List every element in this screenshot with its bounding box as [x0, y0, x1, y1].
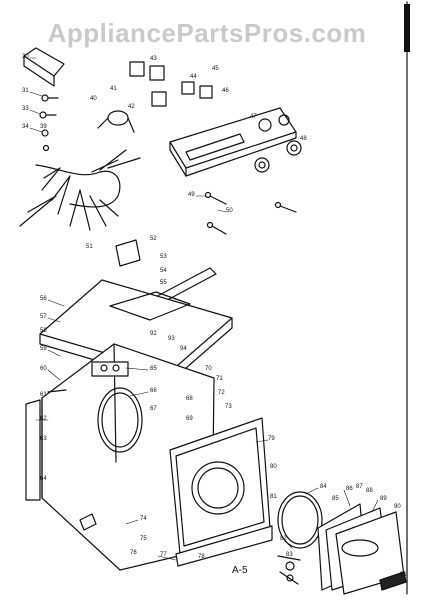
callout-number: 41	[110, 86, 117, 92]
hinge-parts	[277, 555, 301, 585]
callout-number: 90	[394, 504, 401, 510]
callout-number: 74	[140, 516, 147, 522]
callout-number: 79	[268, 436, 275, 442]
control-knobs	[254, 140, 302, 173]
callout-number: 40	[90, 96, 97, 102]
callout-number: 81	[270, 494, 277, 500]
callout-number: 88	[366, 488, 373, 494]
wire-harness	[19, 149, 141, 231]
callout-number: 86	[346, 486, 353, 492]
callout-number: 66	[150, 388, 157, 394]
callout-number: 73	[225, 404, 232, 410]
callout-number: 48	[300, 136, 307, 142]
callout-number: 63	[40, 436, 47, 442]
callout-number: 76	[130, 550, 137, 556]
top-bracket-part	[23, 47, 65, 77]
plate-label: A-5	[232, 565, 248, 576]
callout-number: 47	[250, 114, 257, 120]
control-switches	[129, 61, 213, 107]
callout-number: 52	[150, 236, 157, 242]
callout-number: 64	[40, 476, 47, 482]
callout-number: 62	[40, 416, 47, 422]
callout-number: 78	[198, 554, 205, 560]
callout-number: 84	[320, 484, 327, 490]
callout-number: 54	[160, 268, 167, 274]
callout-number: 39	[40, 124, 47, 130]
door-assembly	[317, 503, 407, 595]
leader-lines	[29, 57, 379, 561]
callout-number: 92	[150, 331, 157, 337]
callout-number: 55	[160, 280, 167, 286]
callout-number: 91	[400, 572, 407, 578]
callout-number: 67	[150, 406, 157, 412]
thick-bar	[404, 4, 410, 52]
front-panel	[169, 417, 273, 567]
screws-left	[39, 94, 59, 152]
callout-number: 77	[160, 552, 167, 558]
callout-number: 50	[226, 208, 233, 214]
callout-number: 46	[222, 88, 229, 94]
callout-labels: 30 31 33 34 39 40 41 42 43 44 45 46 47 48 49 50 51 52 53 54…	[22, 54, 407, 578]
callout-number: 33	[22, 106, 29, 112]
callout-number: 59	[40, 346, 47, 352]
callout-number: 56	[40, 296, 47, 302]
callout-number: 42	[128, 104, 135, 110]
callout-number: 93	[168, 336, 175, 342]
callout-number: 70	[205, 366, 212, 372]
callout-number: 49	[188, 192, 195, 198]
callout-number: 43	[150, 56, 157, 62]
callout-number: 85	[332, 496, 339, 502]
callout-number: 57	[40, 314, 47, 320]
callout-number: 44	[190, 74, 197, 80]
callout-number: 82	[280, 536, 287, 542]
callout-number: 45	[212, 66, 219, 72]
control-console	[169, 107, 297, 177]
callout-number: 34	[22, 124, 29, 130]
callout-number: 30	[22, 54, 29, 60]
callout-number: 71	[216, 376, 223, 382]
callout-number: 72	[218, 390, 225, 396]
callout-number: 87	[356, 484, 363, 490]
callout-number: 58	[40, 328, 47, 334]
door-gasket	[277, 491, 323, 549]
callout-number: 60	[40, 366, 47, 372]
coil-part	[107, 110, 129, 126]
callout-number: 69	[186, 416, 193, 422]
callout-number: 68	[186, 396, 193, 402]
callout-number: 31	[22, 88, 29, 94]
callout-number: 94	[180, 346, 187, 352]
callout-number: 80	[270, 464, 277, 470]
callout-number: 75	[140, 536, 147, 542]
callout-number: 89	[380, 496, 387, 502]
callout-number: 53	[160, 254, 167, 260]
callout-number: 61	[40, 392, 47, 398]
callout-number: 65	[150, 366, 157, 372]
callout-number: 83	[286, 552, 293, 558]
screws-mid	[204, 191, 297, 235]
callout-number: 51	[86, 244, 93, 250]
